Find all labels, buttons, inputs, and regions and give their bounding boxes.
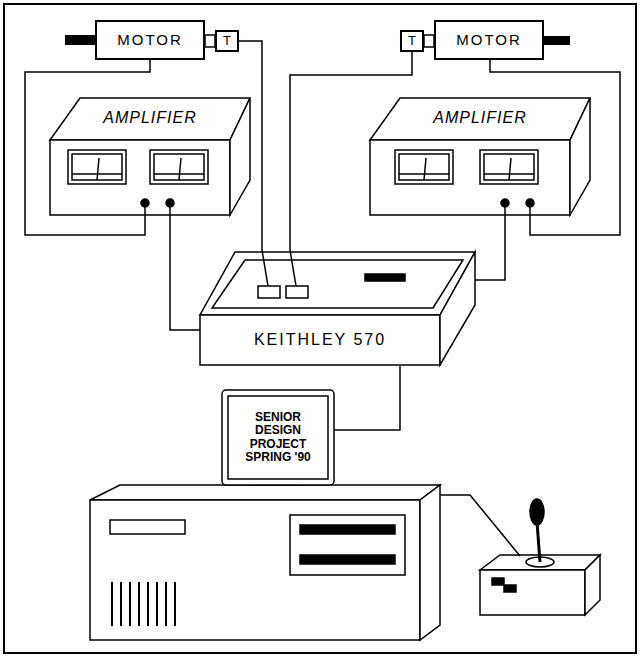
tach-box: T [400, 30, 424, 52]
motor-box-label: MOTOR [456, 32, 522, 49]
amplifier-box-label: AMPLIFIER [50, 109, 250, 127]
vent-slot [147, 582, 149, 626]
vents [112, 582, 175, 626]
motor-box: MOTOR [434, 20, 544, 60]
motor-shaft [544, 36, 570, 45]
amplifier-box-label: AMPLIFIER [370, 109, 590, 127]
wire [170, 217, 200, 330]
amplifier-box: AMPLIFIER [50, 95, 250, 217]
vent-slot [174, 582, 176, 626]
wire [475, 217, 505, 280]
joystick [480, 499, 600, 615]
vent-slot [156, 582, 158, 626]
joystick-cable [440, 495, 520, 556]
motor-box: MOTOR [95, 20, 205, 60]
computer-case [90, 480, 440, 640]
vent-slot [138, 582, 140, 626]
coupling [205, 35, 215, 47]
tach-box-label: T [408, 34, 416, 48]
vent-slot [129, 582, 131, 626]
frame [4, 4, 636, 653]
monitor-screen-label: SENIOR DESIGN PROJECT SPRING '90 [236, 411, 320, 464]
daq-box: KEITHLEY 570 [200, 250, 475, 366]
tach-box-label: T [223, 34, 231, 48]
wire [334, 366, 400, 430]
amplifier-box: AMPLIFIER [370, 95, 590, 217]
daq-box-label: KEITHLEY 570 [200, 331, 440, 349]
motor-box-label: MOTOR [117, 32, 183, 49]
coupling [424, 35, 434, 47]
vent-slot [120, 582, 122, 626]
tach-box: T [215, 30, 239, 52]
motor-shaft [65, 35, 95, 45]
vent-slot [111, 582, 113, 626]
monitor-screen: SENIOR DESIGN PROJECT SPRING '90 [222, 390, 334, 485]
daq-box-outline [200, 250, 475, 366]
vent-slot [165, 582, 167, 626]
